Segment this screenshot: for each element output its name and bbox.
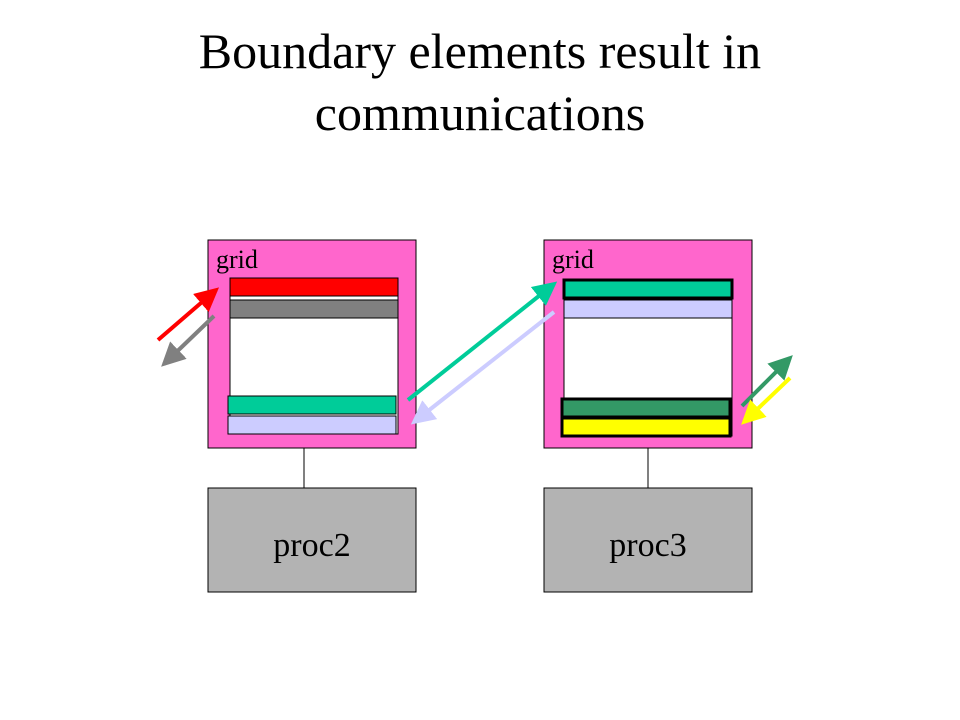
proc2-label: proc2 xyxy=(273,527,350,564)
proc2-box xyxy=(207,487,417,593)
title-line-1: Boundary elements result in xyxy=(198,23,762,79)
right-row-lavender xyxy=(563,299,733,319)
teal-arrow xyxy=(406,281,558,402)
lavender-arrow xyxy=(410,310,556,425)
left-row-teal xyxy=(227,395,397,415)
proc3-label: proc3 xyxy=(609,527,686,564)
left-unit: grid proc2 xyxy=(156,239,417,593)
slide-title: Boundary elements result in communicatio… xyxy=(0,20,960,144)
red-arrow xyxy=(156,287,220,342)
right-unit: grid proc3 xyxy=(543,239,793,593)
proc3-box xyxy=(543,487,753,593)
left-row-gray xyxy=(229,299,399,319)
right-row-yellow xyxy=(560,416,732,438)
right-row-dark-green xyxy=(560,397,732,419)
yellow-arrow xyxy=(741,376,792,425)
left-grid-label: grid xyxy=(216,245,258,274)
dark-green-arrow xyxy=(740,355,793,408)
gray-arrow xyxy=(161,314,216,367)
right-grid-label: grid xyxy=(552,245,594,274)
right-row-teal xyxy=(562,278,734,300)
left-row-lavender xyxy=(227,415,397,435)
title-line-2: communications xyxy=(314,85,646,141)
left-row-red xyxy=(229,277,399,297)
